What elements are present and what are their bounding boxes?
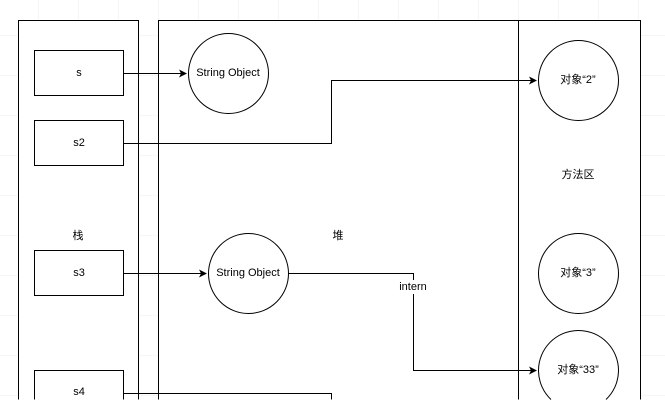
var-label: s xyxy=(76,67,82,79)
method-object-33[interactable]: 对象“33” xyxy=(538,330,619,400)
var-label: s4 xyxy=(73,386,85,398)
object-label: 对象“3” xyxy=(560,265,596,279)
object-label: String Object xyxy=(216,267,280,279)
var-label: s2 xyxy=(73,137,85,149)
object-label: 对象“33” xyxy=(557,362,599,376)
intern-label-bg xyxy=(396,280,430,294)
method-object-3[interactable]: 对象“3” xyxy=(538,233,619,314)
var-s[interactable]: s xyxy=(34,50,124,96)
var-label: s3 xyxy=(73,267,85,279)
var-s4[interactable]: s4 xyxy=(34,370,124,400)
var-s2[interactable]: s2 xyxy=(34,120,124,166)
heap-object-2[interactable]: String Object xyxy=(208,233,289,314)
heap-label: 堆 xyxy=(333,229,344,242)
heap-container[interactable] xyxy=(158,20,641,400)
stack-label: 栈 xyxy=(73,228,84,242)
edge-s2-to-object-2[interactable] xyxy=(123,76,537,144)
edge-intern-to-object-33[interactable] xyxy=(288,273,537,375)
intern-label: intern xyxy=(399,281,427,293)
method-object-2[interactable]: 对象“2” xyxy=(538,40,619,121)
heap-object-1[interactable]: String Object xyxy=(188,33,269,114)
object-label: String Object xyxy=(196,67,260,79)
stack-container[interactable] xyxy=(18,20,139,400)
method-area-label: 方法区 xyxy=(562,167,595,181)
edge-s4[interactable] xyxy=(123,393,332,400)
var-s3[interactable]: s3 xyxy=(34,250,124,296)
object-label: 对象“2” xyxy=(560,72,596,86)
